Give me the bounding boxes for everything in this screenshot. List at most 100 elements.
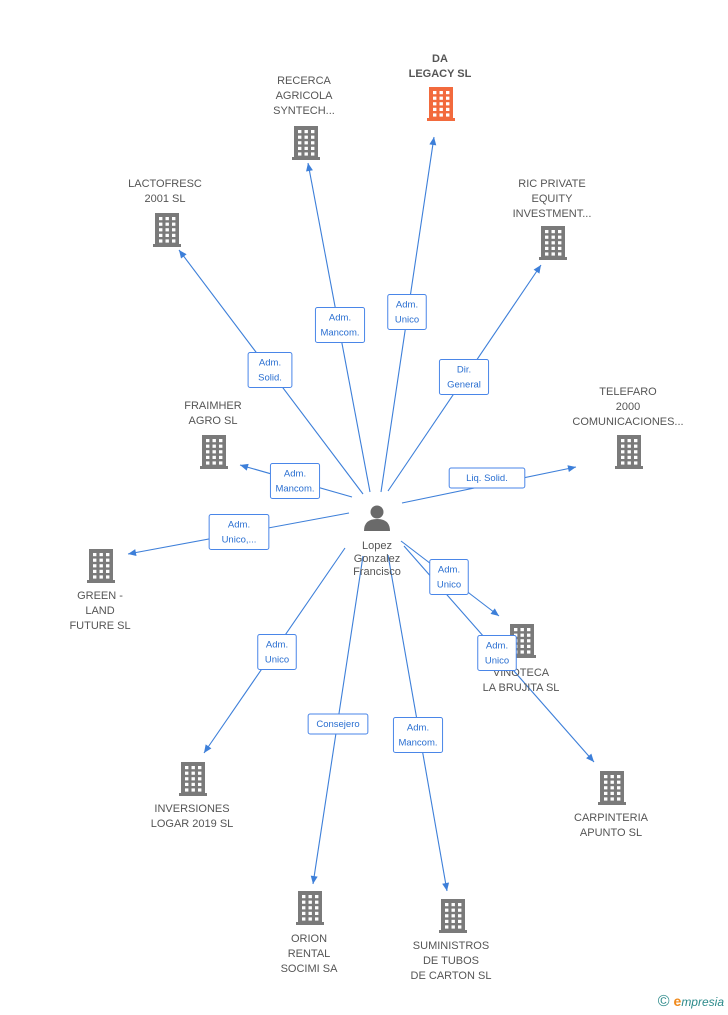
company-label: INVERSIONES (154, 803, 229, 815)
edge-label-da-legacy[interactable]: Adm.Unico (387, 294, 427, 330)
edge-label-carpinteria[interactable]: Adm.Unico (477, 635, 517, 671)
company-label: LA BRUJITA SL (483, 682, 560, 694)
edge-label-text: Adm. (266, 640, 288, 651)
company-label: CARPINTERIA (574, 812, 649, 824)
building-icon[interactable] (539, 226, 567, 260)
building-window (298, 135, 302, 139)
building-icon[interactable] (598, 771, 626, 805)
building-window (610, 797, 614, 801)
building-window (545, 252, 549, 256)
company-label: TELEFARO (599, 386, 657, 398)
building-icon[interactable] (427, 87, 455, 121)
building-window (165, 222, 169, 226)
building-window (198, 766, 202, 770)
building-window (439, 107, 443, 111)
edge-label-box (307, 713, 369, 735)
arrowhead-lactofresc (179, 250, 187, 259)
building-window (308, 900, 312, 904)
edge-label-lactofresc[interactable]: Adm.Solid. (247, 352, 293, 388)
building-icon[interactable] (87, 549, 115, 583)
edge-label-text: Mancom. (398, 738, 437, 749)
company-node-carpinteria[interactable]: CARPINTERIA APUNTO SL (574, 771, 649, 839)
building-icon[interactable] (439, 899, 467, 933)
edge-label-box (387, 294, 427, 330)
company-label: FRAIMHER (184, 400, 242, 412)
arrowhead-fraimher (240, 463, 249, 471)
building-window (304, 141, 308, 145)
brand-initial: e (673, 993, 682, 1009)
edge-label-box (448, 467, 526, 489)
building-window (212, 461, 216, 465)
company-label: EQUITY (532, 193, 574, 205)
building-window (551, 230, 555, 234)
center-name-label: Francisco (353, 566, 401, 578)
building-base (439, 930, 467, 933)
company-label: APUNTO SL (580, 827, 642, 839)
building-window (514, 633, 518, 637)
edge-label-vinoteca[interactable]: Adm.Unico (429, 559, 469, 595)
building-window (198, 771, 202, 775)
company-label: LACTOFRESC (128, 178, 202, 190)
building-icon[interactable] (179, 762, 207, 796)
company-label: RENTAL (288, 948, 331, 960)
edge-label-inversiones[interactable]: Adm.Unico (257, 634, 297, 670)
building-window (219, 439, 223, 443)
building-base (427, 118, 455, 121)
building-window (458, 903, 462, 907)
building-window (206, 444, 210, 448)
arrowhead-carpinteria (586, 753, 594, 762)
edge-label-suministros[interactable]: Adm.Mancom. (392, 717, 444, 753)
building-window (604, 791, 608, 795)
edge-label-fraimher[interactable]: Adm.Mancom. (269, 463, 321, 499)
building-base (296, 922, 324, 925)
company-node-lactofresc[interactable]: LACTOFRESC 2001 SL (128, 178, 202, 247)
building-window (219, 450, 223, 454)
edge-label-green-land[interactable]: Adm.Unico,... (208, 514, 270, 550)
center-name-label: Gonzalez (354, 553, 400, 565)
company-node-recerca[interactable]: RECERCAAGRICOLASYNTECH... (273, 75, 335, 160)
building-window (451, 914, 455, 918)
building-icon[interactable] (615, 435, 643, 469)
building-icon[interactable] (296, 891, 324, 925)
edge-label-box (269, 463, 321, 499)
company-node-ric-private[interactable]: RIC PRIVATEEQUITYINVESTMENT... (513, 178, 592, 260)
building-window (439, 91, 443, 95)
building-window (315, 911, 319, 915)
building-window (451, 919, 455, 923)
building-icon[interactable] (153, 213, 181, 247)
building-window (185, 766, 189, 770)
edge-label-telefaro[interactable]: Liq. Solid. (448, 467, 526, 489)
building-base (292, 157, 320, 160)
edge-label-text: Adm. (438, 565, 460, 576)
building-window (446, 107, 450, 111)
brand-name: mpresia (681, 995, 724, 1009)
building-window (604, 786, 608, 790)
company-node-telefaro[interactable]: TELEFARO2000COMUNICACIONES... (572, 386, 684, 469)
building-icon[interactable] (200, 435, 228, 469)
building-window (445, 903, 449, 907)
building-window (610, 780, 614, 784)
building-window (545, 241, 549, 245)
building-window (439, 113, 443, 117)
edge-label-ric-private[interactable]: Dir.General (438, 359, 490, 395)
building-window (315, 900, 319, 904)
building-window (311, 146, 315, 150)
arrowhead-suministros (442, 882, 450, 891)
building-icon[interactable] (292, 126, 320, 160)
building-window (551, 241, 555, 245)
building-window (159, 233, 163, 237)
edge-label-recerca[interactable]: Adm.Mancom. (314, 307, 366, 343)
building-window (527, 644, 531, 648)
company-label: 2001 SL (145, 193, 186, 205)
edge-label-orion[interactable]: Consejero (307, 713, 369, 735)
building-window (621, 439, 625, 443)
edge-label-box (477, 635, 517, 671)
building-window (520, 650, 524, 654)
